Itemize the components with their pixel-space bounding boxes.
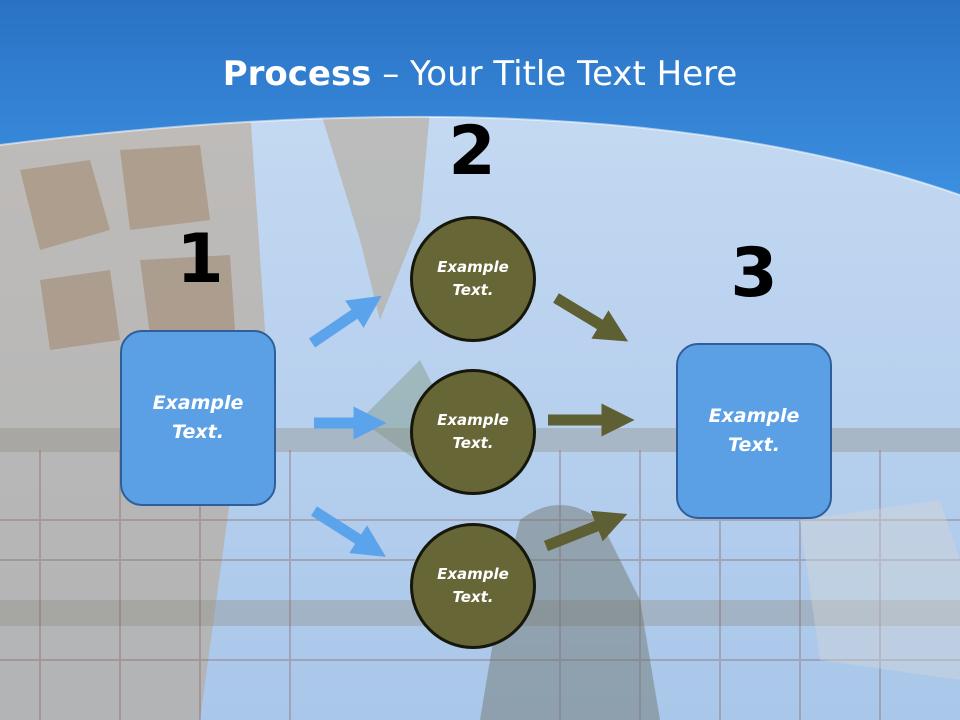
step-number-3: 3 xyxy=(730,234,778,313)
circle-bottom: Example Text. xyxy=(410,523,536,649)
blue-arrow-up xyxy=(308,295,382,348)
circle-bottom-text: Example Text. xyxy=(437,565,509,606)
blue-arrow-down xyxy=(311,506,386,557)
step-3-box: Example Text. xyxy=(676,343,832,519)
slide-title: Process – Your Title Text Here xyxy=(0,52,960,96)
step-number-2: 2 xyxy=(448,112,496,191)
step-1-box: Example Text. xyxy=(120,330,276,506)
step-3-text: Example Text. xyxy=(708,405,800,456)
circle-top-text: Example Text. xyxy=(437,258,509,299)
circle-middle-text: Example Text. xyxy=(437,411,509,452)
title-rest: – Your Title Text Here xyxy=(371,54,738,94)
olive-arrow-down xyxy=(553,293,629,342)
circle-top: Example Text. xyxy=(410,216,536,342)
step-1-text: Example Text. xyxy=(152,392,244,443)
olive-arrow-up xyxy=(543,510,628,552)
circle-middle: Example Text. xyxy=(410,369,536,495)
step-number-1: 1 xyxy=(176,220,224,299)
title-bold: Process xyxy=(222,54,372,94)
